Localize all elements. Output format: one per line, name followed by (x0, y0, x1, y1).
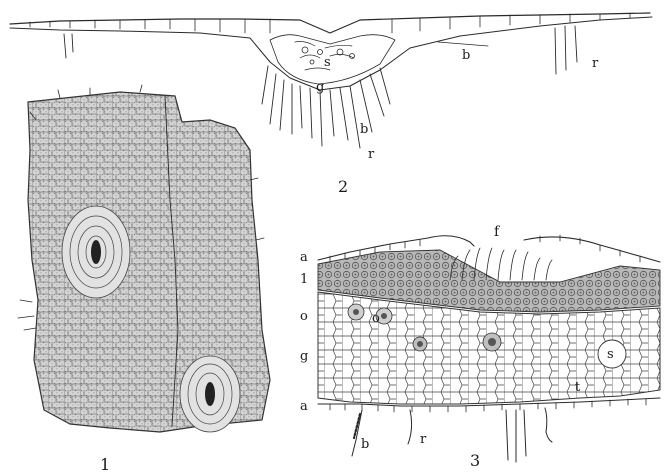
fig2-upper-epidermis (10, 13, 650, 33)
fig3-label-s: s (607, 347, 614, 362)
fig3-label-g: g (300, 349, 308, 364)
figure-3-leaf-section: a 1 o o g a f s t b r 3 (300, 224, 660, 470)
fig2-epidermal-cells (30, 13, 630, 33)
fig3-root-hairs (352, 408, 552, 462)
fig3-number: 3 (470, 451, 480, 470)
fig3-label-a-bottom: a (300, 399, 308, 414)
fig2-label-g: g (316, 80, 324, 95)
fig2-label-b-right: b (462, 48, 470, 63)
fig3-label-a-top: a (300, 250, 308, 265)
fig3-label-o-left: o (300, 309, 308, 324)
fig3-label-b: b (361, 437, 369, 452)
fig2-label-s: s (324, 55, 331, 70)
fig3-label-f: f (494, 224, 501, 240)
fig2-label-r-lower: r (368, 147, 375, 162)
fig2-number: 2 (338, 177, 348, 196)
fig2-label-r-right: r (592, 56, 599, 71)
fig1-number: 1 (100, 455, 110, 472)
fig1-stoma-lower (180, 356, 240, 432)
fig3-label-r: r (420, 432, 427, 447)
fig3-label-o-inner: o (372, 311, 380, 326)
fig1-stoma-upper (62, 206, 130, 298)
fig2-lower-hairs (438, 42, 488, 46)
fig3-label-l: 1 (300, 272, 308, 287)
fig2-label-b-lower: b (360, 122, 368, 137)
figure-1-surface-view: 1 (18, 85, 270, 472)
fig3-label-t: t (575, 380, 581, 395)
